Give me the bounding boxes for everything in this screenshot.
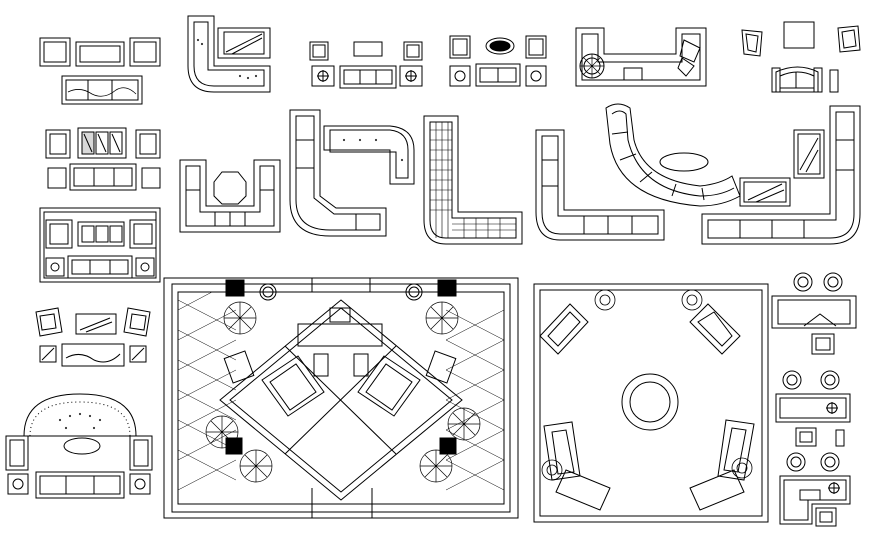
l-sofa-block-k: [535, 129, 665, 241]
sofa-set-block-c: [309, 41, 423, 89]
l-sofa-block-b: [187, 15, 271, 93]
u-sofa-block-h: [179, 159, 281, 233]
l-sofa-block-m: [701, 105, 861, 245]
desk-set-2: [775, 370, 851, 447]
desk-set-1: [771, 272, 857, 355]
u-sofa-block-e: [575, 27, 707, 87]
living-room-layout-2: [533, 283, 769, 523]
sofa-set-block-f: [741, 21, 861, 93]
desk-set-3: [779, 452, 851, 527]
sofa-set-block-o: [35, 307, 151, 367]
sofa-set-block-g: [45, 127, 161, 191]
l-sofa-block-j: [423, 115, 523, 245]
sofa-set-block-a: [39, 37, 161, 105]
curved-sofa-block-l: [605, 103, 741, 207]
l-sofa-block-i: [289, 109, 415, 237]
sofa-set-block-n: [39, 207, 161, 283]
living-room-layout-1: [163, 277, 519, 519]
rug-sofa-block-p: [5, 393, 153, 499]
sofa-set-block-d: [449, 35, 547, 87]
